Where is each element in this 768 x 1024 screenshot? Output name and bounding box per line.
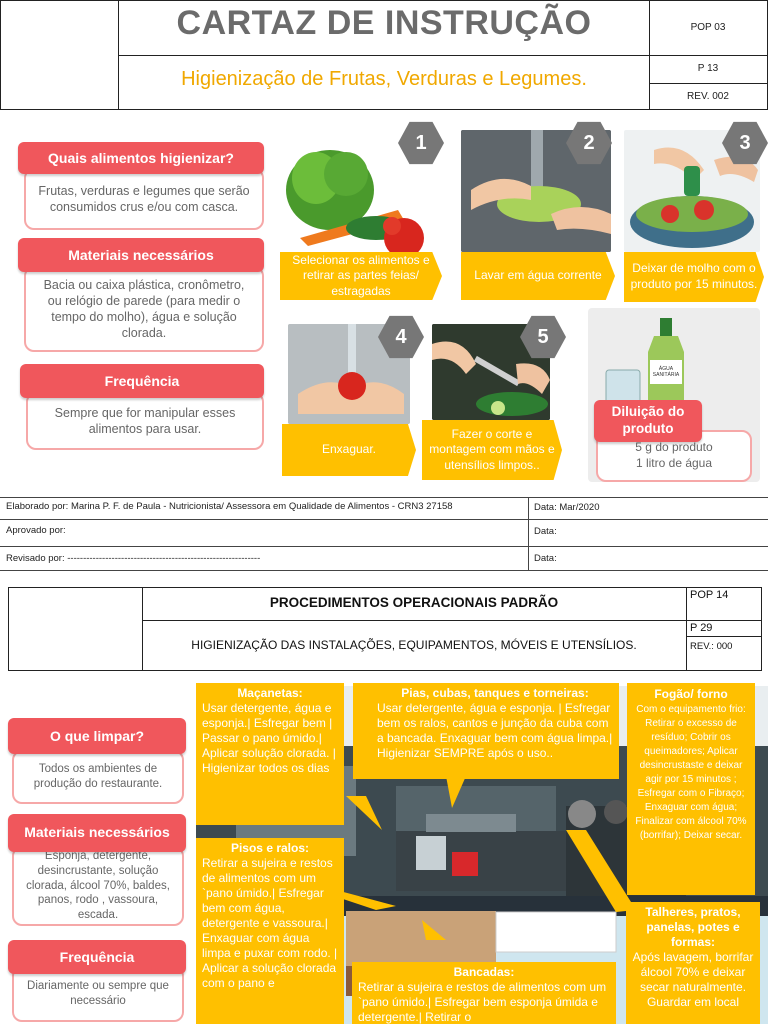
- dilution-line2: 1 litro de água: [635, 456, 713, 470]
- what-clean-box: Todos os ambientes de produção do restau…: [12, 750, 184, 804]
- step5-badge: 5: [520, 315, 566, 359]
- pias-title: Pias, cubas, tanques e torneiras:: [401, 686, 589, 700]
- materials2-box: Esponja, detergente, desincrustante, sol…: [12, 846, 184, 926]
- callout-talheres: Talheres, pratos, panelas, potes e forma…: [626, 902, 760, 1024]
- elaborado-text: Elaborado por: Marina P. F. de Paula - N…: [6, 501, 453, 512]
- revisado-date: Data:: [534, 553, 557, 564]
- poster2-subtitle: HIGIENIZAÇÃO DAS INSTALAÇÕES, EQUIPAMENT…: [191, 638, 637, 652]
- talheres-text: Após lavagem, borrifar álcool 70% e deix…: [632, 950, 754, 1009]
- poster1-title: CARTAZ DE INSTRUÇÃO: [176, 4, 592, 42]
- poster2-header: [8, 587, 762, 671]
- callout-pias: Pias, cubas, tanques e torneiras: Usar d…: [353, 683, 619, 779]
- dilution-line1: 5 g do produto: [635, 440, 713, 455]
- materials-label: Materiais necessários: [18, 238, 264, 272]
- poster2-title: PROCEDIMENTOS OPERACIONAIS PADRÃO: [269, 595, 559, 610]
- pisos-title: Pisos e ralos:: [230, 841, 310, 855]
- foods-label: Quais alimentos higienizar?: [18, 142, 264, 174]
- poster1-code: POP 03: [690, 22, 726, 33]
- aprovado-text: Aprovado por:: [6, 525, 66, 536]
- fogao-title: Fogão/ forno: [654, 687, 728, 701]
- step5-photo: [432, 324, 550, 420]
- frequency-label: Frequência: [20, 364, 264, 398]
- poster1-subtitle: Higienização de Frutas, Verduras e Legum…: [181, 68, 587, 90]
- poster2-code: POP 14: [690, 589, 729, 601]
- callout-pisos: Pisos e ralos: Retirar a sujeira e resto…: [196, 838, 344, 1024]
- poster2-page: P 29: [690, 622, 713, 634]
- step4-photo: [288, 324, 410, 424]
- callout-fogao: Fogão/ forno Com o equipamento frio: Ret…: [627, 683, 755, 895]
- step2-badge: 2: [566, 121, 612, 165]
- step2-caption: Lavar em água corrente: [461, 252, 615, 300]
- bottle-label: ÁGUA SANITÁRIA: [652, 366, 680, 378]
- pisos-text: Retirar a sujeira e restos de alimentos …: [202, 856, 338, 990]
- macanetas-text: Usar detergente, água e esponja.| Esfreg…: [202, 701, 336, 775]
- macanetas-title: Maçanetas:: [237, 686, 303, 700]
- revisado-text: Revisado por: --------------------------…: [6, 553, 261, 564]
- step3-caption: Deixar de molho com o produto por 15 min…: [624, 252, 764, 302]
- callout-macanetas: Maçanetas: Usar detergente, água e espon…: [196, 683, 344, 825]
- step5-caption: Fazer o corte e montagem com mãos e uten…: [422, 420, 562, 480]
- fogao-text: Com o equipamento frio: Retirar o excess…: [635, 703, 747, 841]
- callout-connectors: [316, 776, 636, 940]
- bancadas-text: Retirar a sujeira e restos de alimentos …: [358, 980, 607, 1024]
- step2-photo: [461, 130, 611, 252]
- frequency2-box: Diariamente ou sempre que necessário: [12, 966, 184, 1022]
- step4-caption: Enxaguar.: [282, 424, 416, 476]
- materials-box: Bacia ou caixa plástica, cronômetro, ou …: [24, 266, 264, 352]
- bancadas-title: Bancadas:: [453, 965, 515, 979]
- elaborado-date: Data: Mar/2020: [534, 502, 600, 513]
- callout-bancadas: Bancadas: Retirar a sujeira e restos de …: [352, 962, 616, 1024]
- what-clean-label: O que limpar?: [8, 718, 186, 754]
- dilution-label: Diluição do produto: [594, 400, 702, 442]
- frequency2-label: Frequência: [8, 940, 186, 974]
- pias-text: Usar detergente, água e esponja. | Esfre…: [377, 701, 613, 760]
- foods-box: Frutas, verduras e legumes que serão con…: [24, 168, 264, 230]
- aprovado-date: Data:: [534, 526, 557, 537]
- approval-table: [0, 497, 768, 571]
- step1-photo: [280, 130, 436, 252]
- step3-badge: 3: [722, 121, 768, 165]
- talheres-title: Talheres, pratos, panelas, potes e forma…: [645, 905, 741, 949]
- materials2-label: Materiais necessários: [8, 814, 186, 852]
- step1-caption: Selecionar os alimentos e retirar as par…: [280, 252, 442, 300]
- poster1-page: P 13: [697, 63, 719, 74]
- frequency-box: Sempre que for manipular esses alimentos…: [26, 392, 264, 450]
- poster2-rev: REV.: 000: [690, 641, 733, 652]
- poster1-rev: REV. 002: [687, 91, 729, 102]
